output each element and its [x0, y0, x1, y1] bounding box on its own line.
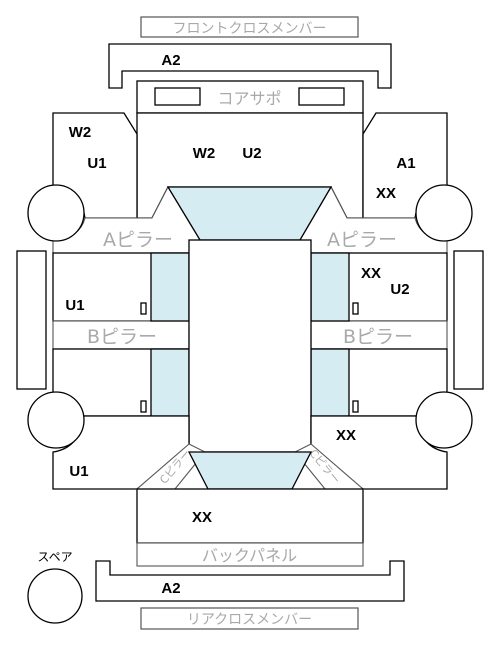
a-pillar-left-label: Aピラー — [103, 229, 173, 251]
front-right-fender-code-a: A1 — [396, 155, 415, 172]
rear-window-glass[interactable] — [187, 451, 313, 490]
tire-icon[interactable] — [415, 184, 473, 242]
front-cross-member-box[interactable] — [140, 16, 359, 38]
door-handle-icon[interactable] — [140, 400, 147, 413]
front-bumper-bracket[interactable] — [108, 43, 392, 89]
tire-icon[interactable] — [27, 391, 85, 449]
tire-icon[interactable] — [27, 184, 85, 242]
front-left-fender-code-u: U1 — [87, 155, 106, 172]
front-cross-member-label: フロントクロスメンバー — [173, 21, 327, 37]
right-front-door-code-x: XX — [361, 265, 381, 282]
tire-icon[interactable] — [27, 568, 83, 624]
b-pillar-right[interactable] — [310, 320, 448, 350]
front-bumper-code: A2 — [161, 52, 180, 69]
headlight-left[interactable] — [154, 87, 201, 106]
left-rear-window[interactable] — [150, 348, 190, 417]
door-handle-icon[interactable] — [352, 400, 359, 413]
rear-bumper-code: A2 — [161, 580, 180, 597]
b-pillar-left-label: Bピラー — [87, 326, 157, 348]
tire-icon[interactable] — [415, 391, 473, 449]
hood-code-w: W2 — [193, 145, 216, 162]
roof-panel[interactable] — [188, 239, 312, 453]
trunk-code-x: XX — [192, 509, 212, 526]
core-support-label: コアサポ — [217, 89, 281, 108]
right-front-window[interactable] — [310, 252, 350, 322]
right-side-sill[interactable] — [453, 250, 484, 390]
hood-code-u: U2 — [242, 145, 261, 162]
right-rear-window[interactable] — [310, 348, 350, 417]
rear-cross-member-box[interactable] — [140, 607, 359, 630]
door-handle-icon[interactable] — [352, 302, 359, 315]
left-side-sill[interactable] — [16, 250, 47, 390]
front-right-fender-code-x: XX — [376, 185, 396, 202]
b-pillar-right-label: Bピラー — [343, 326, 413, 348]
right-front-door-code-u: U2 — [390, 281, 409, 298]
trunk-lid[interactable] — [136, 488, 364, 544]
left-rear-quarter-code-u: U1 — [69, 463, 88, 480]
a-pillar-right-label: Aピラー — [327, 229, 397, 251]
front-left-fender-code-w: W2 — [69, 124, 92, 141]
rear-cross-member-label: リアクロスメンバー — [187, 612, 312, 628]
door-handle-icon[interactable] — [140, 302, 147, 315]
left-front-window[interactable] — [150, 252, 190, 322]
spare-label: スペア — [37, 550, 72, 564]
left-front-door-code-u: U1 — [65, 297, 84, 314]
b-pillar-left[interactable] — [52, 320, 190, 350]
back-panel-box[interactable] — [136, 542, 364, 567]
right-rear-quarter-code-x: XX — [336, 427, 356, 444]
rear-bumper-bracket[interactable] — [95, 560, 405, 602]
back-panel-label: バックパネル — [202, 546, 297, 565]
headlight-right[interactable] — [298, 87, 345, 106]
